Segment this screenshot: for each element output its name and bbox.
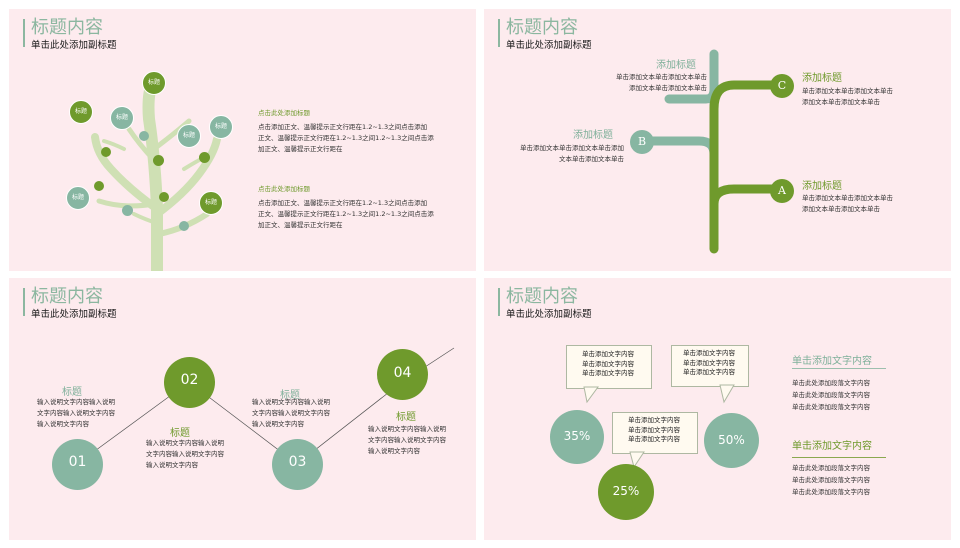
title-accent-bar xyxy=(23,19,25,47)
slide-process: 标题内容 单击此处添加副标题 01 02 03 04 标题 输入说明文字内容输入… xyxy=(9,278,476,540)
node-c: C xyxy=(770,74,794,98)
block1-text: 点击添加正文、温馨提示正文行距在1.2~1.3之间点击添加 正文、温馨提示正文行… xyxy=(258,123,434,153)
right-c-heading: 添加标题 xyxy=(802,73,842,84)
tree-label-circle: 标题 xyxy=(110,106,134,130)
tree-label-circle: 标题 xyxy=(177,124,201,148)
step-03-num: 03 xyxy=(288,454,307,470)
block1-heading: 点击此处添加标题 xyxy=(258,109,310,117)
slide-branch: 标题内容 单击此处添加副标题 B C A 添加标题 单击添加文本单击添加文本单击… xyxy=(484,9,951,271)
step-03-heading: 标题 xyxy=(280,390,300,401)
step-01-heading: 标题 xyxy=(62,387,82,398)
step-01-text: 输入说明文字内容输入说明文字内容输入说明文字内容输入说明文字内容 xyxy=(37,398,115,428)
tree-label-circle: 标题 xyxy=(209,115,233,139)
slide-title: 标题内容 xyxy=(31,286,103,307)
tree-dot xyxy=(122,205,133,216)
title-accent-bar xyxy=(498,288,500,316)
title-accent-bar xyxy=(23,288,25,316)
step-01-num: 01 xyxy=(68,454,87,470)
slide-subtitle: 单击此处添加副标题 xyxy=(506,309,592,320)
divider xyxy=(792,457,886,458)
tree-dot xyxy=(159,192,169,202)
slide-title: 标题内容 xyxy=(506,17,578,38)
slide-percent: 标题内容 单击此处添加副标题 单击添加文字内容单击添加文字内容单击添加文字内容 … xyxy=(484,278,951,540)
step-04-heading: 标题 xyxy=(396,412,416,423)
right2-heading: 单击添加文字内容 xyxy=(792,441,872,452)
divider xyxy=(792,368,886,369)
step-04-num: 04 xyxy=(393,365,412,381)
step-02-num: 02 xyxy=(180,372,199,388)
top-left-text: 单击添加文本单击添加文本单击 添加文本单击添加文本单击 xyxy=(616,73,707,92)
top-left-heading: 添加标题 xyxy=(656,60,696,71)
node-a: A xyxy=(770,179,794,203)
pct-label-35: 35% xyxy=(563,429,591,443)
tree-label-circle: 标题 xyxy=(66,186,90,210)
tree-dot xyxy=(199,152,210,163)
step-01-circle xyxy=(52,439,103,490)
tree-label-circle: 标题 xyxy=(69,100,93,124)
pct-label-25: 25% xyxy=(612,484,640,498)
step-02-text: 输入说明文字内容输入说明文字内容输入说明文字内容输入说明文字内容 xyxy=(146,439,224,469)
pct-circle-35 xyxy=(550,410,604,464)
slide-title: 标题内容 xyxy=(31,17,103,38)
mid-left-heading: 添加标题 xyxy=(573,130,613,141)
right2-text: 单击此处添加段落文字内容单击此处添加段落文字内容单击此处添加段落文字内容 xyxy=(792,464,870,496)
title-accent-bar xyxy=(498,19,500,47)
step-04-circle xyxy=(377,349,428,400)
block2-heading: 点击此处添加标题 xyxy=(258,185,310,193)
tree-dot xyxy=(179,221,189,231)
node-b: B xyxy=(630,130,654,154)
tree-label-circle: 标题 xyxy=(199,191,223,215)
pct-label-50: 50% xyxy=(718,433,745,447)
branch-graphic xyxy=(649,49,774,254)
tree-dot xyxy=(139,131,149,141)
callout-text: 单击添加文字内容单击添加文字内容单击添加文字内容 xyxy=(628,416,680,443)
callout-box xyxy=(612,412,698,454)
tree-dot xyxy=(94,181,104,191)
right1-heading: 单击添加文字内容 xyxy=(792,356,872,367)
callout-box xyxy=(566,345,652,389)
mid-left-text: 单击添加文本单击添加文本单击添加 文本单击添加文本单击 xyxy=(520,144,624,163)
slide-title: 标题内容 xyxy=(506,286,578,307)
step-03-circle xyxy=(272,439,323,490)
callout-tails xyxy=(583,384,735,469)
step-04-text: 输入说明文字内容输入说明文字内容输入说明文字内容输入说明文字内容 xyxy=(368,425,446,455)
slide-subtitle: 单击此处添加副标题 xyxy=(506,40,592,51)
step-02-heading: 标题 xyxy=(170,428,190,439)
pct-circle-50 xyxy=(704,413,759,468)
right-a-heading: 添加标题 xyxy=(802,181,842,192)
right1-text: 单击此处添加段落文字内容单击此处添加段落文字内容单击此处添加段落文字内容 xyxy=(792,379,870,411)
block2-text: 点击添加正文、温馨提示正文行距在1.2~1.3之间点击添加 正文、温馨提示正文行… xyxy=(258,199,434,229)
right-a-text: 单击添加文本单击添加文本单击 添加文本单击添加文本单击 xyxy=(802,194,893,213)
step-03-text: 输入说明文字内容输入说明文字内容输入说明文字内容输入说明文字内容 xyxy=(252,398,330,428)
right-c-text: 单击添加文本单击添加文本单击 添加文本单击添加文本单击 xyxy=(802,87,893,106)
step-02-circle xyxy=(164,357,215,408)
tree-dot xyxy=(101,147,111,157)
tree-dot xyxy=(153,155,164,166)
pct-circle-25 xyxy=(598,464,654,520)
tree-label-circle: 标题 xyxy=(142,71,166,95)
slide-subtitle: 单击此处添加副标题 xyxy=(31,309,117,320)
callout-text: 单击添加文字内容单击添加文字内容单击添加文字内容 xyxy=(582,350,634,377)
callout-text: 单击添加文字内容单击添加文字内容单击添加文字内容 xyxy=(683,349,735,376)
slide-tree: 标题内容 单击此处添加副标题 标题 标题 标题 标题 标题 标题 标题 点击此处… xyxy=(9,9,476,271)
slide-subtitle: 单击此处添加副标题 xyxy=(31,40,117,51)
callout-box xyxy=(671,345,749,387)
